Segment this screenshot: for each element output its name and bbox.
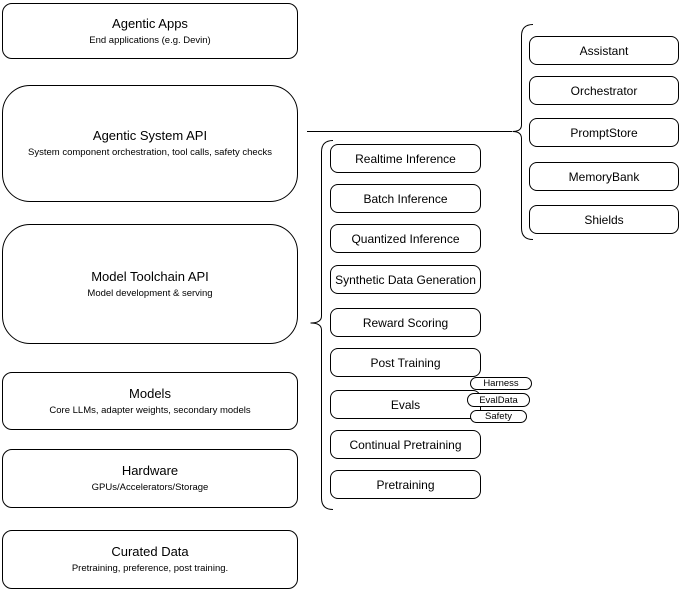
component-shields: Shields xyxy=(529,205,679,234)
evals-tag-safety: Safety xyxy=(470,410,527,423)
toolchain-item-post-training: Post Training xyxy=(330,348,481,377)
node-title: Models xyxy=(129,385,171,401)
evals-tag-evaldata: EvalData xyxy=(467,393,530,407)
node-agentic-apps: Agentic Apps End applications (e.g. Devi… xyxy=(2,3,298,59)
node-subtitle: Pretraining, preference, post training. xyxy=(71,563,229,574)
node-subtitle: Model development & serving xyxy=(87,287,213,299)
toolchain-item-reward-scoring: Reward Scoring xyxy=(330,308,481,337)
node-curated-data: Curated Data Pretraining, preference, po… xyxy=(2,530,298,589)
component-memorybank: MemoryBank xyxy=(529,162,679,191)
toolchain-item-synthetic-data-generation: Synthetic Data Generation xyxy=(330,265,481,294)
node-title: Hardware xyxy=(121,463,179,478)
component-orchestrator: Orchestrator xyxy=(529,76,679,105)
node-agentic-system-api: Agentic System API System component orch… xyxy=(2,85,298,202)
node-subtitle: GPUs/Accelerators/Storage xyxy=(91,482,209,493)
node-subtitle: System component orchestration, tool cal… xyxy=(28,147,272,158)
node-title: Model Toolchain API xyxy=(91,268,209,284)
node-hardware: Hardware GPUs/Accelerators/Storage xyxy=(2,449,298,508)
toolchain-item-quantized-inference: Quantized Inference xyxy=(330,224,481,253)
toolchain-item-batch-inference: Batch Inference xyxy=(330,184,481,213)
node-title: Curated Data xyxy=(111,544,189,559)
node-subtitle: End applications (e.g. Devin) xyxy=(89,34,211,46)
node-subtitle: Core LLMs, adapter weights, secondary mo… xyxy=(49,404,251,416)
toolchain-item-continual-pretraining: Continual Pretraining xyxy=(330,430,481,459)
toolchain-item-realtime-inference: Realtime Inference xyxy=(330,144,481,173)
component-assistant: Assistant xyxy=(529,36,679,65)
toolchain-item-pretraining: Pretraining xyxy=(330,470,481,499)
node-model-toolchain-api: Model Toolchain API Model development & … xyxy=(2,224,298,344)
component-promptstore: PromptStore xyxy=(529,118,679,147)
node-title: Agentic Apps xyxy=(112,15,188,31)
evals-tag-harness: Harness xyxy=(470,377,532,390)
node-title: Agentic System API xyxy=(92,128,208,143)
node-models: Models Core LLMs, adapter weights, secon… xyxy=(2,372,298,430)
toolchain-item-evals: Evals xyxy=(330,390,481,419)
